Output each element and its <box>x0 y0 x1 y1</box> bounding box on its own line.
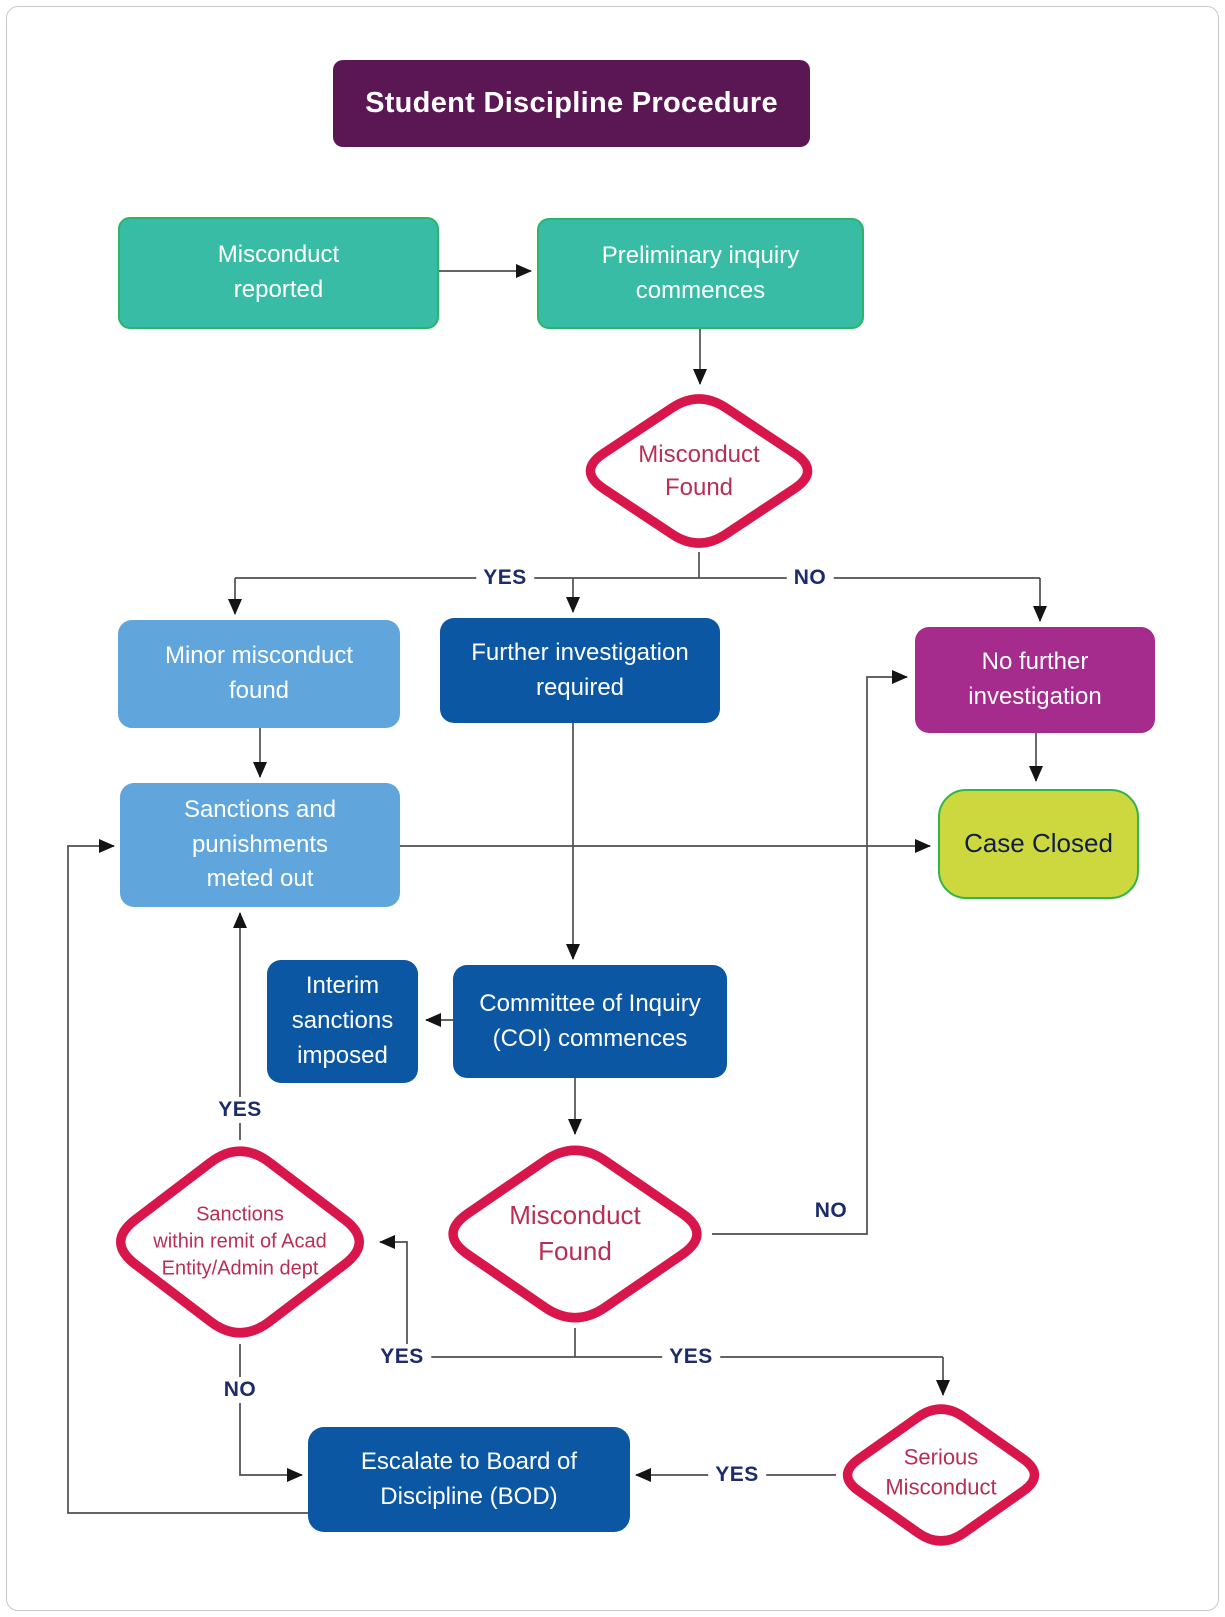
edge-label-no-remit: NO <box>216 1377 264 1403</box>
page-title: Student Discipline Procedure <box>333 60 810 147</box>
node-case-closed: Case Closed <box>938 789 1139 899</box>
decision-misconduct-found-2 <box>448 1145 702 1323</box>
edge-bod-loop-to-sanctions <box>67 839 308 1514</box>
decision-serious-misconduct <box>842 1404 1040 1546</box>
node-coi-commences: Committee of Inquiry(COI) commences <box>453 965 727 1078</box>
edge-label-yes-remit: YES <box>211 1097 269 1123</box>
edge-label-yes-found1: YES <box>476 565 534 591</box>
edge-label-no-found1: NO <box>786 565 834 591</box>
edge-found2-no-loop <box>712 670 908 1235</box>
edge-label-yes-found2-left: YES <box>373 1344 431 1370</box>
edge-label-yes-serious: YES <box>708 1462 766 1488</box>
edge-remit-no-down <box>239 1344 303 1482</box>
edge-label-yes-found2-right: YES <box>662 1344 720 1370</box>
edge-label-no-found2: NO <box>807 1198 855 1224</box>
decision-misconduct-found-1 <box>585 394 813 548</box>
decision-sanctions-within-remit <box>116 1146 364 1338</box>
